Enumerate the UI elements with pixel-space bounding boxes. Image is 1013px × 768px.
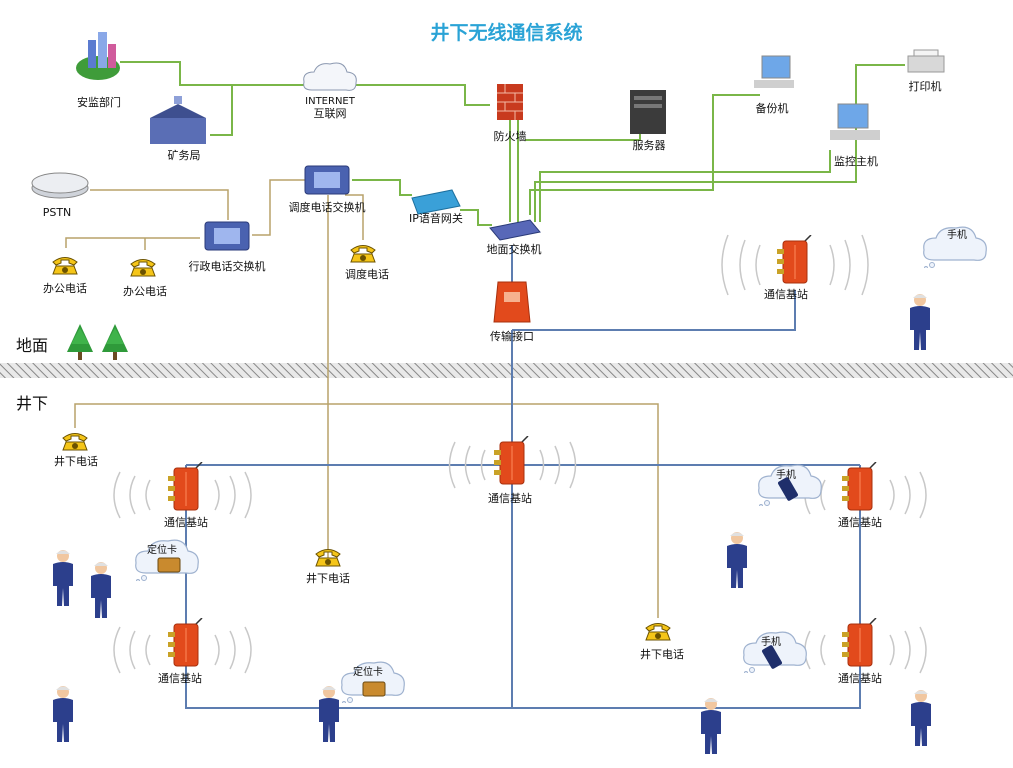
backup-label: 备份机 [755, 102, 789, 115]
ground-zone-label: 地面 [16, 336, 49, 355]
bs-top-mid-label: 通信基站 [488, 492, 532, 505]
ground-band [0, 363, 1013, 378]
mobile-bubble-label-2: 手机 [761, 637, 781, 648]
underground-zone-label: 井下 [16, 394, 49, 413]
ground-switch-icon [489, 219, 541, 241]
worker-icon-4 [53, 686, 73, 742]
base-station-icon-top-left [167, 462, 203, 511]
backup-computer-icon [754, 55, 794, 88]
card-bubble-label-2: 定位卡 [353, 667, 383, 678]
safety-dept-label: 安监部门 [77, 96, 121, 109]
office-phone-icon-2 [130, 259, 156, 277]
worker-icon-1 [53, 550, 73, 606]
dispatch-switch-label: 调度电话交换机 [288, 201, 366, 214]
dispatch-phone-label: 调度电话 [345, 268, 389, 281]
location-card-icon-2 [362, 681, 386, 697]
pstn-icon [31, 172, 89, 199]
surface-phone-bubble-label: 手机 [947, 230, 967, 241]
surface-worker-icon [910, 294, 930, 350]
base-station-icon-top-right [841, 462, 877, 511]
surface-base-station-icon [776, 235, 812, 284]
mobile-bubble-label-1: 手机 [776, 470, 796, 481]
base-station-icon-top-mid [493, 436, 529, 485]
base-station-icon-bottom-left [167, 618, 203, 667]
printer-label: 打印机 [908, 80, 942, 93]
mobile-phone-icon-1 [778, 477, 798, 501]
worker-icon-5 [319, 686, 339, 742]
tree-icon-1 [67, 324, 93, 360]
base-station-icon-bottom-right [841, 618, 877, 667]
office-phone-label-2: 办公电话 [123, 285, 167, 298]
ip-gateway-icon [411, 189, 461, 215]
internet-label-cn: 互联网 [313, 107, 347, 120]
underground-phone-icon-right [645, 623, 671, 641]
admin-switch-label: 行政电话交换机 [188, 260, 266, 273]
radio-waves [113, 234, 927, 674]
transmission-interface-icon [493, 281, 531, 323]
monitor-host-label: 监控主机 [834, 155, 878, 168]
underground-phone-label-mid: 井下电话 [306, 572, 350, 585]
card-bubble-label-1: 定位卡 [147, 545, 177, 556]
underground-phone-label-left: 井下电话 [54, 455, 98, 468]
bs-top-right-label: 通信基站 [838, 516, 882, 529]
office-phone-label-1: 办公电话 [43, 282, 87, 295]
location-card-icon-1 [157, 557, 181, 573]
worker-icon-6 [701, 698, 721, 754]
admin-switch-icon [204, 221, 250, 251]
tree-icon-2 [102, 324, 128, 360]
dispatch-phone-icon [350, 245, 376, 263]
server-label: 服务器 [632, 139, 666, 152]
underground-phone-icon-left [62, 433, 88, 451]
monitor-host-icon [830, 103, 880, 140]
surface-base-station-label: 通信基站 [764, 288, 808, 301]
data-links [120, 61, 905, 226]
firewall-label: 防火墙 [493, 130, 527, 143]
firewall-icon [497, 84, 523, 120]
bs-bottom-left-label: 通信基站 [158, 672, 202, 685]
underground-phone-icon-mid [315, 549, 341, 567]
office-phone-icon-1 [52, 257, 78, 275]
mine-bureau-label: 矿务局 [167, 149, 201, 162]
server-icon [630, 90, 666, 134]
internet-cloud-icon [303, 62, 357, 91]
pstn-label: PSTN [42, 206, 72, 219]
diagram-title: 井下无线通信系统 [430, 22, 583, 44]
bs-bottom-right-label: 通信基站 [838, 672, 882, 685]
ip-gateway-label: IP语音网关 [409, 212, 463, 225]
transmission-interface-label: 传输接口 [490, 330, 534, 343]
ground-switch-label: 地面交换机 [486, 243, 542, 256]
printer-icon [907, 49, 945, 73]
underground-phone-label-right: 井下电话 [640, 648, 684, 661]
worker-icon-7 [911, 690, 931, 746]
phone-links [65, 179, 659, 618]
mobile-phone-icon-2 [762, 645, 782, 669]
buildings-icon [76, 32, 120, 80]
worker-icon-2 [91, 562, 111, 618]
bs-top-left-label: 通信基站 [164, 516, 208, 529]
worker-icon-3 [727, 532, 747, 588]
internet-label-en: INTERNET [305, 96, 355, 107]
dispatch-switch-icon [304, 165, 350, 195]
government-building-icon [150, 96, 206, 144]
